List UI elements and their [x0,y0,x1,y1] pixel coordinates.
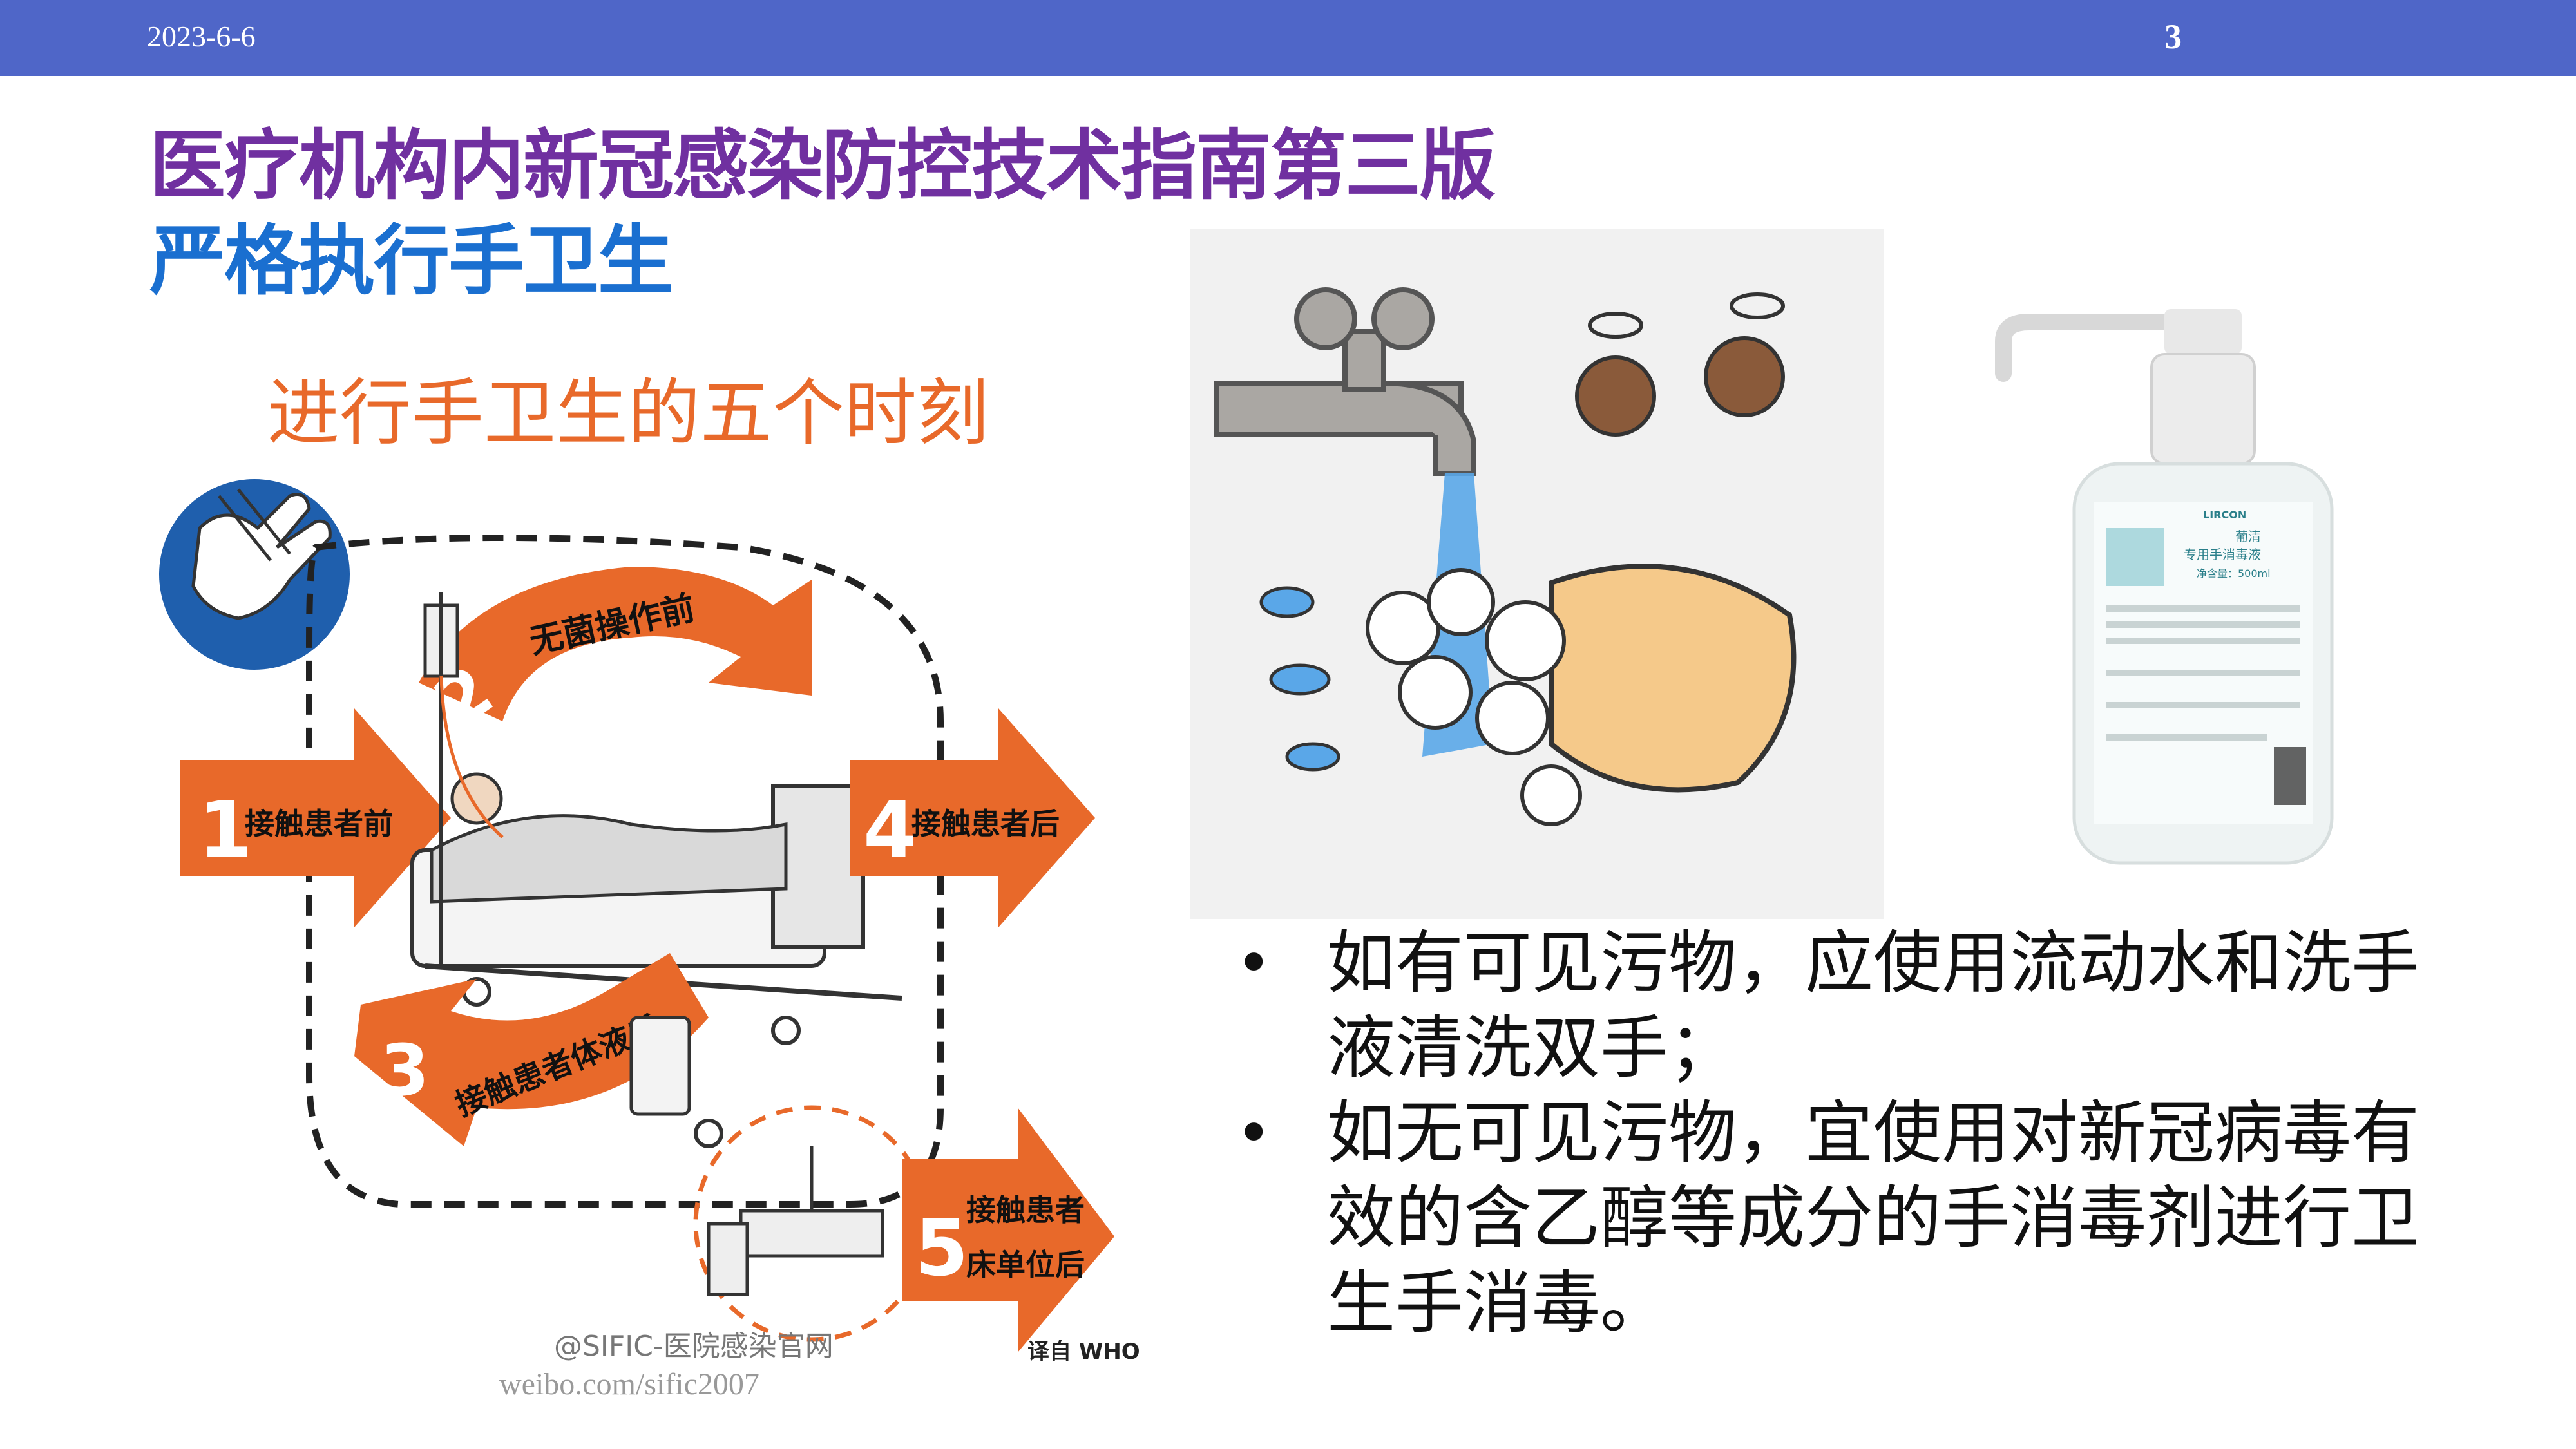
poster-heading: 进行手卫生的五个时刻 [267,372,989,455]
moment-5-arrow: 5 接触患者 床单位后 [902,1108,1114,1352]
bullet-2-line-3: 生手消毒。 [1327,1264,1668,1343]
poster-credit: 译自 WHO [1027,1339,1140,1365]
slide-date: 2023-6-6 [147,20,256,53]
slide-title: 医疗机构内新冠感染防控技术指南第三版 [149,121,1496,210]
moment-4-label: 接触患者后 [911,806,1060,841]
bullet-item: • 如无可见污物，宜使用对新冠病毒有 效的含乙醇等成分的手消毒剂进行卫 生手消毒… [1224,1091,2512,1346]
hands-icon [1549,564,1797,793]
bullet-list: • 如有可见污物，应使用流动水和洗手 液清洗双手； • 如无可见污物，宜使用对新… [1224,921,2512,1346]
bottle-brand: LIRCON [2203,509,2246,521]
water-drops [1259,586,1340,772]
bullet-item: • 如有可见污物，应使用流动水和洗手 液清洗双手； [1224,921,2512,1091]
moment-5-label-line2: 床单位后 [966,1247,1085,1282]
bullet-1-line-2: 液清洗双手； [1327,1009,1737,1088]
bottle-product: 专用手消毒液 [2184,547,2261,562]
bullet-2-line-1: 如无可见污物，宜使用对新冠病毒有 [1327,1094,2419,1173]
bullet-1-line-1: 如有可见污物，应使用流动水和洗手 [1327,923,2419,1003]
moment-4-arrow: 4 接触患者后 [850,708,1095,927]
hand-sanitizer-bottle: LIRCON 葡清 专用手消毒液 净含量：500ml [1932,283,2383,902]
bullet-marker: • [1236,1097,1272,1170]
five-moments-illustration: 进行手卫生的五个时刻 1 接触患者前 2 无菌操作前 [142,335,1172,1430]
bed-unit-illustration [693,1105,930,1342]
moment-1-label: 接触患者前 [245,806,393,841]
moment-3-arrow: 3 接触患者体液后 [354,953,709,1146]
hand-washing-illustration [1190,229,1884,919]
moment-2-arrow: 2 无菌操作前 [419,567,812,745]
slide-subtitle: 严格执行手卫生 [149,216,674,305]
moment-1-number: 1 [198,786,253,875]
bullet-marker: • [1236,927,1272,999]
bottle-volume: 净含量：500ml [2197,567,2271,580]
header-bar [0,0,2576,76]
moment-3-number: 3 [380,1029,430,1112]
watermark-line1: @SIFIC-医院感染官网 [554,1330,834,1363]
moment-5-label-line1: 接触患者 [966,1193,1085,1227]
moment-4-number: 4 [863,786,917,875]
hand-rub-icon [159,479,350,670]
faucet-icon [1214,287,1476,476]
soap-foam [1366,568,1582,826]
watermark-line2: weibo.com/sific2007 [499,1367,759,1401]
moment-1-arrow: 1 接触患者前 [180,708,451,927]
page-number: 3 [2164,17,2182,56]
bottle-name: 葡清 [2235,529,2261,544]
moment-5-number: 5 [915,1204,969,1294]
germ-icon [1575,292,1785,437]
bullet-2-line-2: 效的含乙醇等成分的手消毒剂进行卫 [1327,1179,2419,1258]
